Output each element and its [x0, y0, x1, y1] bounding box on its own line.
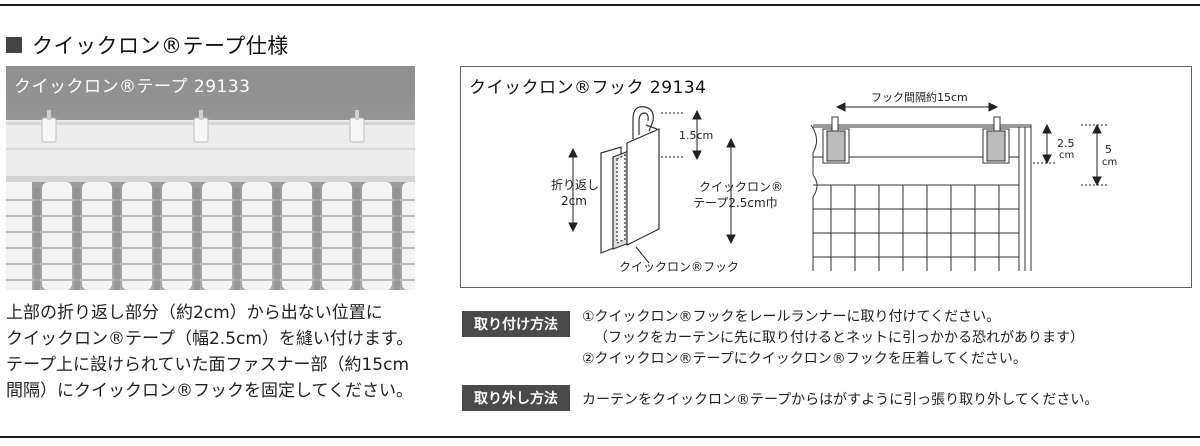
hook-label: クイックロン®フック: [619, 260, 739, 274]
fold-label-2: 2cm: [561, 194, 587, 208]
hook-leader-line: [635, 246, 650, 264]
attach-note: （フックをカーテンに先に取り付けるとネットに引っかかる恐れがあります）: [594, 330, 1084, 346]
hook-diagram-label: クイックロン®フック 29134: [469, 78, 707, 98]
spacing-label: フック間隔約15cm: [871, 90, 968, 104]
description-line: 間隔）にクイックロン®フックを固定してください。: [6, 381, 413, 401]
attach-step-2: ②クイックロン®テープにクイックロン®フックを圧着してください。: [582, 351, 1027, 367]
tape-photo-label: クイックロン®テープ 29133: [14, 77, 251, 97]
dim-2-5-unit: cm: [1059, 150, 1074, 161]
dim-2-5-value: 2.5: [1057, 137, 1075, 150]
hook-diagram-svg: 折り返し 2cm 1.5cm クイックロン® テープ2.5cm巾 クイックロン®…: [551, 90, 1117, 274]
bottom-rule: [0, 436, 1200, 438]
dim-5-unit: cm: [1102, 157, 1117, 168]
description-line: 上部の折り返し部分（約2cm）から出ない位置に: [6, 303, 383, 323]
hook-diagram: クイックロン®フック 29134: [460, 66, 1192, 288]
top-rule: [0, 4, 1200, 6]
tape-photo-illustration: [6, 66, 415, 290]
section-title: クイックロン®テープ仕様: [32, 34, 289, 58]
tape-photo: クイックロン®テープ 29133: [6, 66, 415, 290]
heading-square-icon: [6, 37, 22, 53]
curtain-front-view: [810, 116, 1032, 271]
fold-label-1: 折り返し: [551, 177, 599, 192]
attach-step-1: ①クイックロン®フックをレールランナーに取り付けてください。: [582, 309, 1001, 325]
section-heading: クイックロン®テープ仕様: [6, 32, 289, 58]
remove-method-tag: 取り外し方法: [462, 385, 570, 411]
description-line: テープ上に設けられていた面ファスナー部（約15cm: [6, 355, 410, 375]
attach-method-tag: 取り付け方法: [462, 311, 570, 337]
description-line: クイックロン®テープ（幅2.5cm）を縫い付けます。: [6, 329, 414, 349]
tape-width-label-2: テープ2.5cm巾: [693, 196, 778, 210]
remove-instruction: カーテンをクイックロン®テープからはがすように引っ張り取り外してください。: [582, 392, 1099, 408]
tape-width-label-1: クイックロン®: [699, 180, 783, 194]
hook-side-view: [600, 106, 660, 254]
dim-1-5: 1.5cm: [679, 129, 713, 142]
tape-description: 上部の折り返し部分（約2cm）から出ない位置に クイックロン®テープ（幅2.5c…: [6, 300, 426, 404]
dim-5-value: 5: [1105, 143, 1112, 156]
